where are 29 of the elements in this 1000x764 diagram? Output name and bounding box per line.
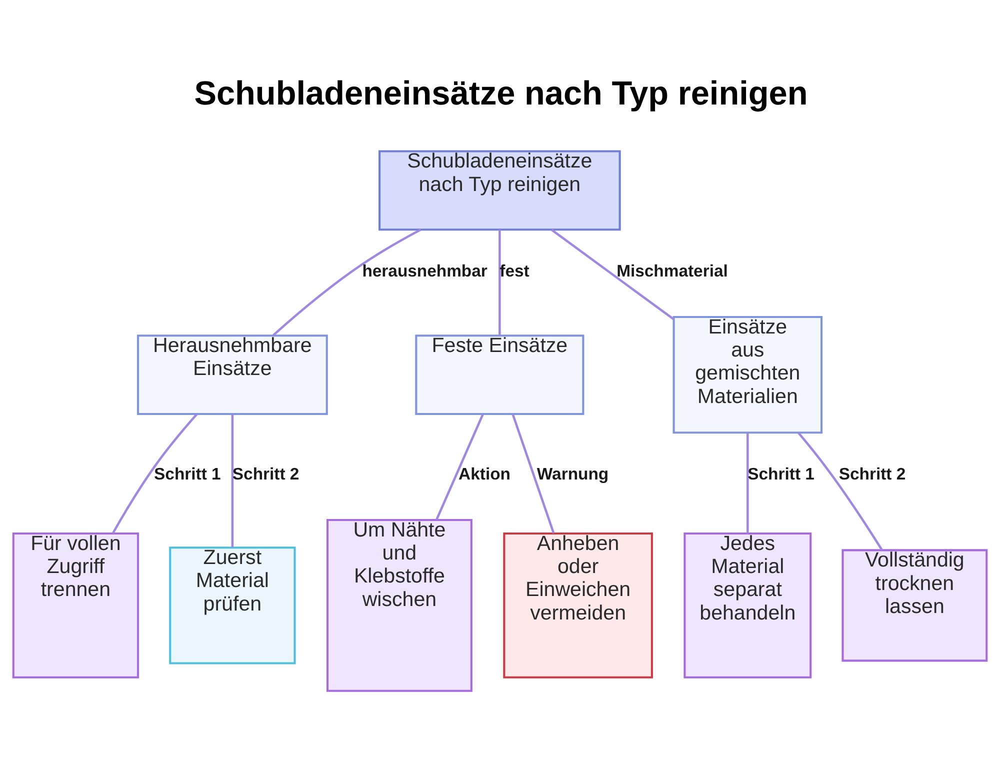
edge-label: Schritt 2 — [232, 464, 300, 483]
edge-label: herausnehmbar — [362, 260, 488, 280]
edge-label: Aktion — [458, 464, 510, 483]
edge-label: Schritt 1 — [154, 464, 221, 483]
node-box: Schubladeneinsätze nach Typ reinigen — [378, 150, 621, 230]
connector — [550, 228, 674, 320]
edge-label: fest — [500, 260, 530, 280]
connector — [498, 229, 501, 335]
connector — [435, 413, 484, 520]
edge-label: Mischmaterial — [616, 260, 728, 280]
connector — [231, 414, 234, 547]
node-box: Vollständig trocknen lassen — [842, 548, 988, 662]
edge-label: Schritt 2 — [838, 464, 906, 483]
node-box: Anheben oder Einweichen vermeiden — [503, 532, 653, 678]
connector — [272, 228, 422, 336]
node-box: Für vollen Zugriff trennen — [12, 532, 140, 678]
edge-label: Warnung — [536, 464, 609, 483]
node-box: Herausnehmbare Einsätze — [136, 334, 328, 414]
connector — [512, 413, 555, 533]
node-box: Einsätze aus gemischten Materialien — [672, 315, 823, 434]
connector — [798, 432, 883, 550]
node-box: Um Nähte und Klebstoffe wischen — [326, 518, 472, 692]
diagram-title: Schubladeneinsätze nach Typ reinigen — [194, 75, 808, 112]
edge-label: Schritt 1 — [748, 464, 814, 483]
node-box: Jedes Material separat behandeln — [684, 532, 812, 678]
connector — [112, 413, 198, 534]
connector — [746, 432, 749, 533]
node-box: Zuerst Material prüfen — [169, 546, 296, 664]
node-box: Feste Einsätze — [415, 334, 584, 414]
